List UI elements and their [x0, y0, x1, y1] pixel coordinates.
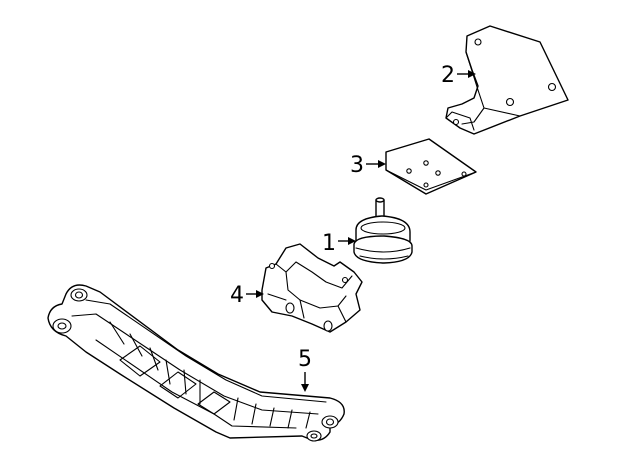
- part-4-lower-mount-bracket: [261, 243, 363, 333]
- callout-2-arrow-icon: [468, 70, 476, 78]
- callout-4-label: 4: [230, 283, 244, 308]
- part-5-crossmember: [47, 284, 345, 442]
- callout-3-label: 3: [350, 153, 364, 178]
- callout-2: 2: [441, 63, 476, 88]
- part-3-plate: [385, 138, 477, 195]
- callout-5-arrow-icon: [301, 384, 309, 392]
- callout-3: 3: [350, 153, 386, 178]
- part-1-engine-mount: [353, 197, 413, 264]
- callout-5: 5: [298, 347, 312, 392]
- callout-1-arrow-icon: [348, 237, 356, 245]
- callout-4-arrow-icon: [256, 290, 264, 298]
- callout-1-label: 1: [322, 231, 336, 256]
- callout-1: 1: [322, 231, 356, 256]
- part-2-upper-bracket: [445, 25, 569, 135]
- callout-2-label: 2: [441, 63, 455, 88]
- callout-4: 4: [230, 283, 264, 308]
- callout-3-arrow-icon: [378, 160, 386, 168]
- callout-5-label: 5: [298, 347, 312, 372]
